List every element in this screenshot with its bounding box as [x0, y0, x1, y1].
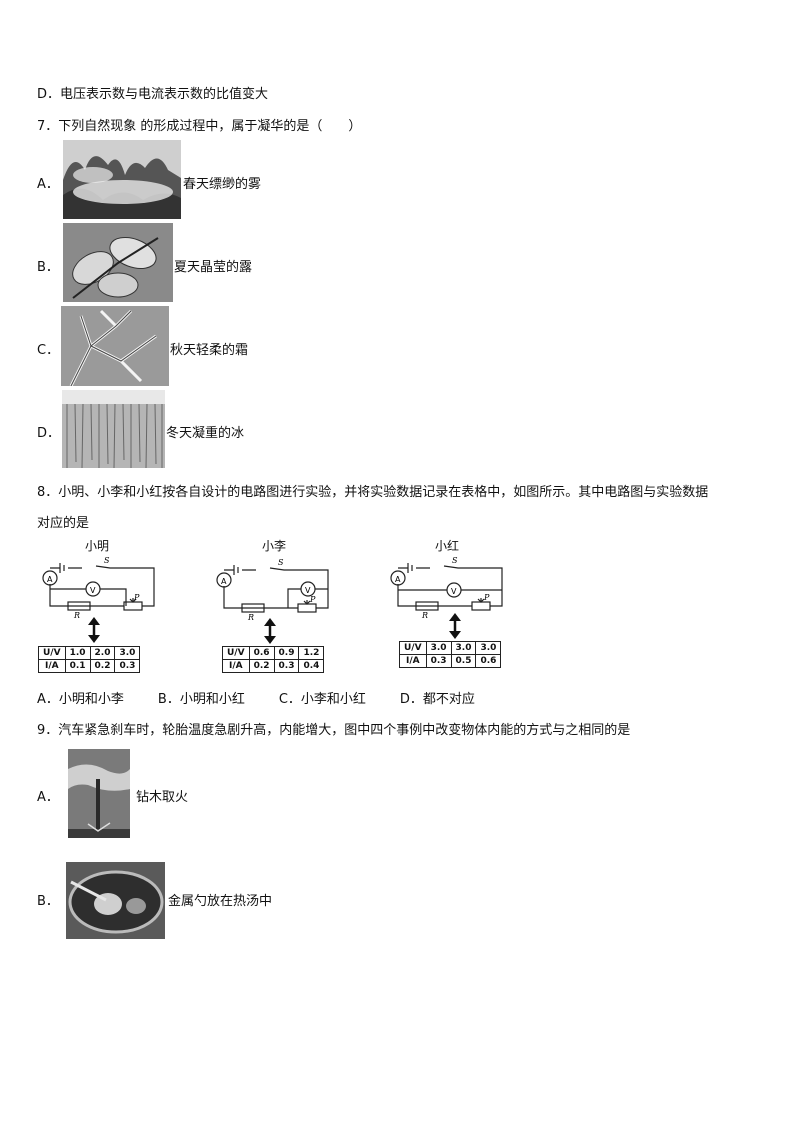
svg-text:V: V	[90, 586, 96, 595]
q7-option-c-label: C．	[37, 343, 60, 358]
q7-option-c-caption: 秋天轻柔的霜	[170, 343, 249, 358]
table-cell: 0.3	[114, 659, 141, 673]
svg-text:P: P	[309, 595, 316, 604]
circuit-title-xiaoli: 小李	[262, 539, 287, 553]
q9-option-b-label: B．	[37, 894, 59, 909]
q8-stem-line1: 8．小明、小李和小红按各自设计的电路图进行实验，并将实验数据记录在表格中，如图所…	[37, 485, 709, 500]
q8-option-d: D．都不对应	[399, 692, 475, 707]
svg-text:P: P	[483, 593, 490, 602]
svg-text:S: S	[104, 556, 110, 565]
table-cell: 0.2	[248, 659, 275, 673]
svg-text:A: A	[395, 575, 401, 584]
q6-option-d: D．电压表示数与电流表示数的比值变大	[37, 87, 269, 102]
svg-text:V: V	[305, 586, 311, 595]
table-cell: 2.0	[89, 646, 116, 660]
svg-text:R: R	[247, 613, 254, 620]
svg-text:S: S	[278, 558, 284, 567]
fog-photo	[63, 140, 181, 219]
circuit-title-xiaohong: 小红	[435, 539, 460, 553]
svg-text:A: A	[221, 577, 227, 586]
circuit-diagram-xiaoli: A V S R P	[216, 558, 329, 620]
drilling-wood-photo	[68, 749, 130, 838]
arrow-xiaoli-icon	[264, 618, 276, 644]
q7-option-a-caption: 春天缥缈的雾	[183, 177, 262, 192]
q7-option-a-label: A．	[37, 177, 59, 192]
circuit-diagram-xiaoming: A V S R P	[42, 556, 155, 618]
q7-option-d-label: D．	[37, 426, 61, 441]
q8-answer-options: A．小明和小李 B．小明和小红 C．小李和小红 D．都不对应	[37, 688, 509, 707]
circuit-diagram-xiaohong: A V S R P	[390, 556, 503, 618]
q8-option-c: C．小李和小红	[278, 692, 366, 707]
table-cell: 0.2	[89, 659, 116, 673]
q8-stem-line2: 对应的是	[37, 516, 90, 531]
svg-text:R: R	[421, 611, 428, 618]
table-header-i: I/A	[399, 654, 427, 668]
icicle-photo	[62, 390, 165, 468]
dew-photo	[63, 223, 173, 302]
frost-photo	[61, 306, 169, 386]
table-cell: 0.6	[475, 654, 502, 668]
table-cell: 3.0	[114, 646, 141, 660]
arrow-xiaohong-icon	[449, 613, 461, 639]
svg-text:P: P	[133, 593, 140, 602]
table-header-u: U/V	[399, 641, 427, 655]
table-cell: 1.2	[298, 646, 325, 660]
q7-option-b-caption: 夏天晶莹的露	[174, 260, 253, 275]
table-cell: 0.3	[273, 659, 300, 673]
table-cell: 3.0	[475, 641, 502, 655]
table-header-u: U/V	[222, 646, 250, 660]
table-cell: 0.6	[248, 646, 275, 660]
spoon-in-soup-photo	[66, 862, 165, 939]
q9-option-b-caption: 金属勺放在热汤中	[168, 894, 273, 909]
svg-text:A: A	[47, 575, 53, 584]
table-header-u: U/V	[38, 646, 66, 660]
svg-text:R: R	[73, 611, 80, 618]
q7-stem: 7．下列自然现象 的形成过程中，属于凝华的是（ ）	[37, 119, 362, 134]
q8-option-b: B．小明和小红	[157, 692, 245, 707]
table-cell: 0.5	[450, 654, 477, 668]
q7-option-b-label: B．	[37, 260, 59, 275]
table-cell: 0.3	[425, 654, 452, 668]
svg-text:V: V	[451, 587, 457, 596]
table-cell: 0.1	[64, 659, 91, 673]
q9-option-a-label: A．	[37, 790, 59, 805]
table-cell: 1.0	[64, 646, 91, 660]
q8-option-a: A．小明和小李	[37, 692, 124, 707]
table-header-i: I/A	[38, 659, 66, 673]
arrow-xiaoming-icon	[88, 617, 100, 643]
q7-option-d-caption: 冬天凝重的冰	[166, 426, 245, 441]
table-cell: 3.0	[450, 641, 477, 655]
q9-stem: 9．汽车紧急刹车时，轮胎温度急剧升高，内能增大，图中四个事例中改变物体内能的方式…	[37, 723, 631, 738]
q9-option-a-caption: 钻木取火	[136, 790, 189, 805]
circuit-title-xiaoming: 小明	[85, 539, 110, 553]
table-cell: 0.4	[298, 659, 325, 673]
table-header-i: I/A	[222, 659, 250, 673]
table-cell: 0.9	[273, 646, 300, 660]
table-cell: 3.0	[425, 641, 452, 655]
svg-text:S: S	[452, 556, 458, 565]
